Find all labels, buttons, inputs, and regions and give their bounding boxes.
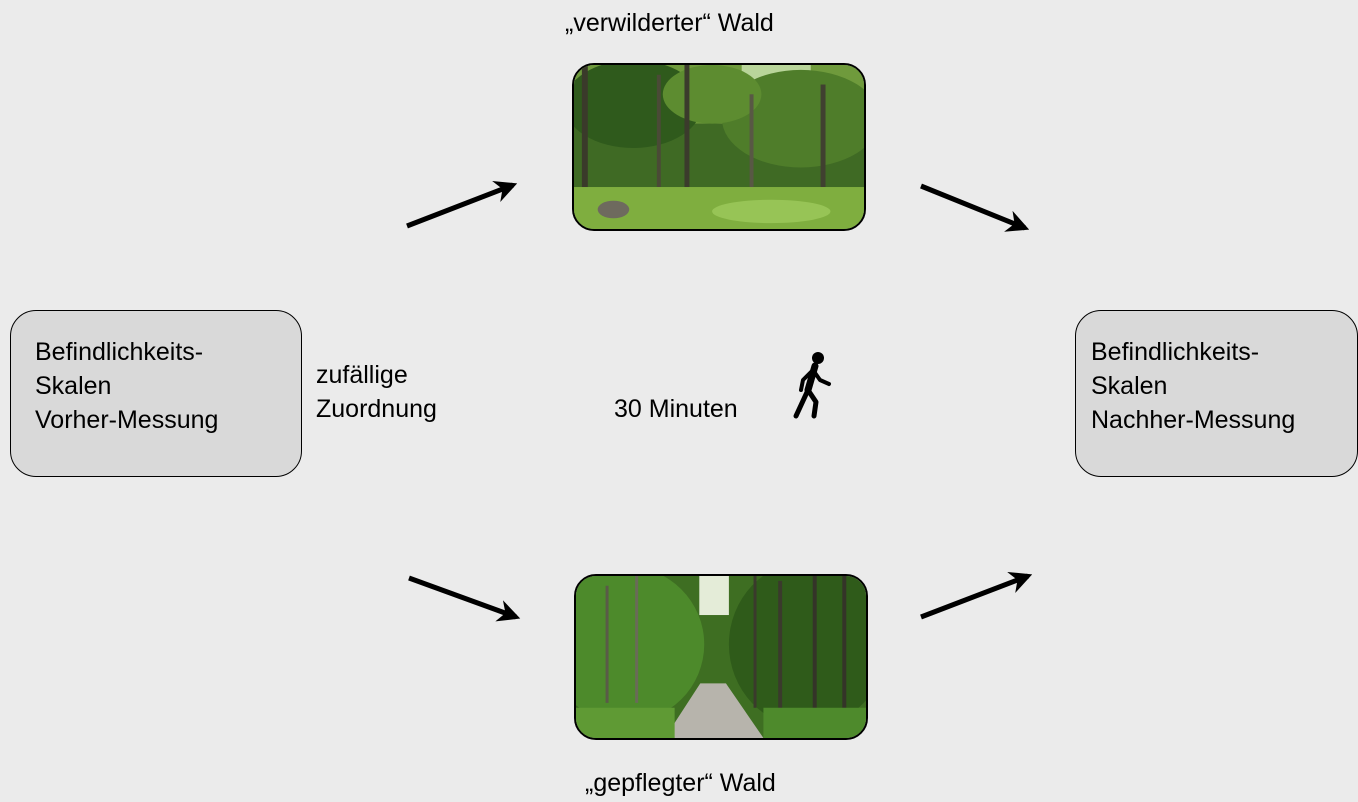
maintained-forest-path-photo: [574, 574, 868, 740]
assignment-line-1: zufällige: [316, 361, 408, 389]
assignment-line-2: Zuordnung: [316, 395, 437, 423]
random-assignment-label: zufällige Zuordnung: [316, 358, 437, 426]
duration-label: 30 Minuten: [614, 395, 738, 423]
pre-box-line-3: Vorher-Messung: [35, 406, 219, 434]
pre-box-line-2: Skalen: [35, 372, 112, 400]
arrow-from-maintained-forest: [920, 571, 1033, 620]
maintained-forest-caption: „gepflegter“ Wald: [585, 769, 776, 797]
wild-forest-photo: [572, 63, 866, 231]
arrow-to-wild-forest: [406, 181, 518, 229]
arrow-from-wild-forest: [920, 183, 1030, 232]
post-box-line-3: Nachher-Messung: [1091, 406, 1296, 434]
post-box-line-2: Skalen: [1091, 372, 1168, 400]
post-box-line-1: Befindlichkeits-: [1091, 338, 1260, 366]
arrow-to-maintained-forest: [408, 575, 521, 622]
post-measurement-box: Befindlichkeits- Skalen Nachher-Messung: [1075, 310, 1358, 477]
pre-box-line-1: Befindlichkeits-: [35, 338, 204, 366]
walking-person-icon: [784, 350, 834, 420]
pre-measurement-box: Befindlichkeits- Skalen Vorher-Messung: [10, 310, 302, 477]
wild-forest-caption: „verwilderter“ Wald: [565, 9, 774, 37]
